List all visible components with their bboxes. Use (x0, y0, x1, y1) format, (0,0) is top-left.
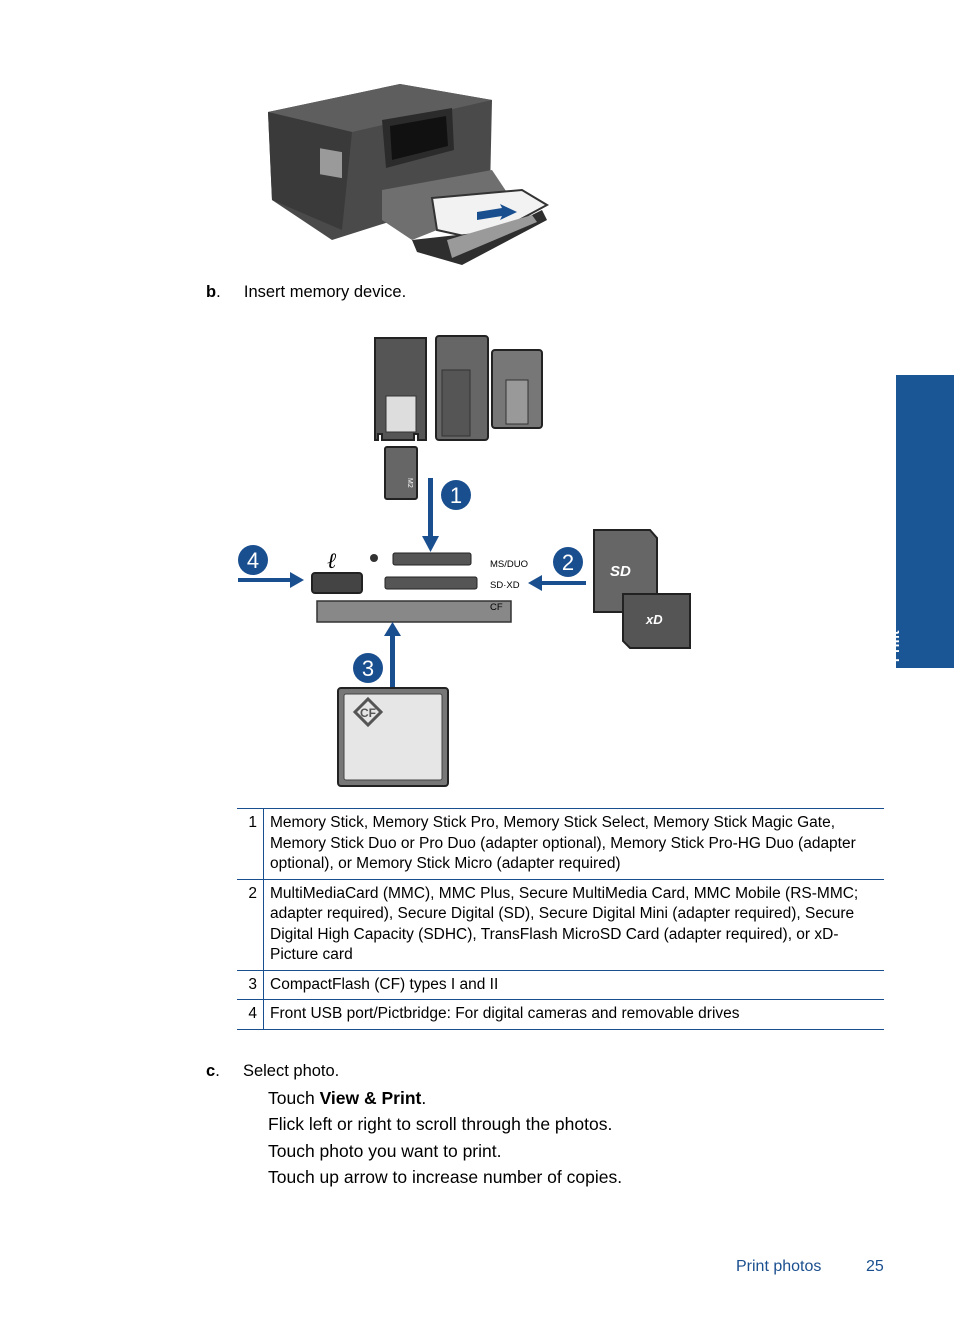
arrow-2: 2 (528, 547, 586, 591)
side-tab-label: Print (887, 629, 902, 662)
memory-card-diagram: M2 1 ℓ MS/DUO SD·XD CF 4 2 SD (238, 335, 691, 787)
step-c-letter: c (206, 1062, 216, 1080)
callout-3: 3 (362, 656, 374, 681)
svg-text:CF: CF (360, 706, 376, 720)
memory-stick-duo-icon (491, 349, 543, 429)
svg-text:M2: M2 (406, 478, 413, 488)
svg-text:SD: SD (610, 563, 631, 580)
svg-text:xD: xD (645, 612, 663, 627)
legend-text: Front USB port/Pictbridge: For digital c… (263, 999, 884, 1030)
step-b-letter: b (206, 283, 217, 301)
arrow-3: 3 (353, 622, 401, 688)
table-row: 4 Front USB port/Pictbridge: For digital… (237, 999, 884, 1030)
arrow-1: 1 (422, 478, 471, 552)
instruction-line-4: Touch up arrow to increase number of cop… (268, 1167, 623, 1187)
table-row: 2 MultiMediaCard (MMC), MMC Plus, Secure… (237, 878, 884, 971)
slot-panel: ℓ MS/DUO SD·XD CF (311, 548, 528, 623)
xd-card-icon: xD (622, 593, 691, 649)
legend-num: 2 (237, 878, 264, 971)
pictbridge-icon: ℓ (327, 548, 337, 573)
instruction-line-2: Flick left or right to scroll through th… (268, 1114, 613, 1134)
cf-card-icon: CF (337, 687, 449, 787)
memory-stick-adapter-icon (374, 337, 427, 441)
printer-illustration (268, 84, 550, 265)
slot-label-cf: CF (490, 602, 503, 613)
sd-card-icon: SD (593, 529, 658, 613)
legend-text: CompactFlash (CF) types I and II (263, 969, 884, 1000)
memory-stick-micro-icon: M2 (384, 446, 418, 500)
slot-label-sdxd: SD·XD (490, 580, 520, 591)
slot-label-ms: MS/DUO (490, 559, 528, 570)
table-row: 1 Memory Stick, Memory Stick Pro, Memory… (237, 808, 884, 880)
table-row: 3 CompactFlash (CF) types I and II (237, 969, 884, 1000)
page-number: 25 (866, 1258, 884, 1275)
footer-section: Print photos (736, 1258, 822, 1275)
legend-text: MultiMediaCard (MMC), MMC Plus, Secure M… (263, 878, 884, 971)
callout-2: 2 (562, 550, 574, 575)
instruction-line-1: Touch View & Print. (268, 1088, 427, 1108)
legend-num: 1 (237, 808, 264, 880)
legend-text: Memory Stick, Memory Stick Pro, Memory S… (263, 808, 884, 880)
side-tab: Print (887, 375, 954, 668)
arrow-4: 4 (238, 545, 304, 588)
legend-table: 1 Memory Stick, Memory Stick Pro, Memory… (237, 808, 884, 1030)
memory-stick-pro-icon (435, 335, 489, 441)
step-b: b. Insert memory device. (206, 283, 407, 301)
legend-num: 3 (237, 969, 264, 1000)
callout-1: 1 (450, 483, 462, 508)
instruction-line-3: Touch photo you want to print. (268, 1141, 502, 1161)
step-c-text: Select photo. (242, 1062, 340, 1080)
step-b-text: Insert memory device. (243, 283, 407, 301)
step-c: c. Select photo. (206, 1062, 340, 1080)
view-print-label: View & Print (319, 1088, 422, 1108)
legend-num: 4 (237, 999, 264, 1030)
callout-4: 4 (247, 548, 259, 573)
